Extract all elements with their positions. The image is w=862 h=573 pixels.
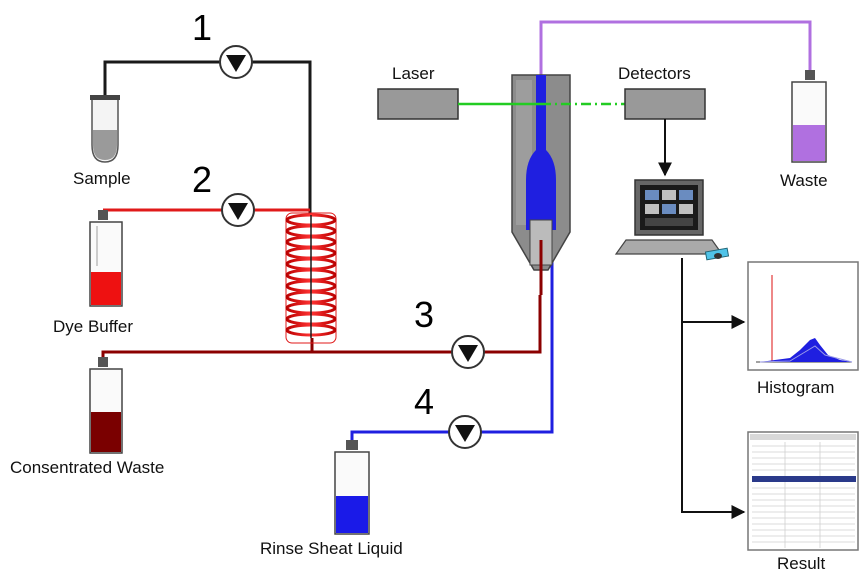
pump-icon (219, 45, 253, 79)
sample-tube (103, 60, 312, 215)
histogram-icon (747, 261, 859, 371)
vial-icon (90, 95, 120, 163)
waste-tube (539, 20, 812, 78)
flow-cell (511, 74, 571, 295)
result-table-icon (747, 431, 859, 551)
pump-number-4: 4 (414, 381, 434, 422)
pump-number-2: 2 (192, 159, 212, 200)
rinse-sheath-label: Rinse Sheat Liquid (260, 539, 403, 558)
result-label: Result (777, 554, 825, 573)
mixed-tube (101, 338, 314, 357)
pump-icon (451, 335, 485, 369)
dye-buffer-label: Dye Buffer (53, 317, 133, 336)
concentrated-waste-label: Consentrated Waste (10, 458, 164, 477)
detectors-box (624, 88, 706, 120)
pump-number-1: 1 (192, 7, 212, 48)
pump-icon (221, 193, 255, 227)
waste-label: Waste (780, 171, 828, 190)
sample-label: Sample (73, 169, 131, 188)
mixing-coil (285, 212, 337, 344)
computer-icon (614, 179, 730, 261)
bottle-icon (334, 440, 370, 535)
pump-number-3: 3 (414, 294, 434, 335)
bottle-icon (791, 70, 827, 163)
laser-label: Laser (392, 64, 435, 83)
bottle-icon (89, 357, 123, 454)
bottle-icon (89, 210, 123, 307)
pump-icon (448, 415, 482, 449)
laser-box (377, 88, 459, 120)
output-arrow-result (681, 258, 746, 519)
detectors-label: Detectors (618, 64, 691, 83)
histogram-label: Histogram (757, 378, 834, 397)
mixed-tube-to-cell (312, 295, 542, 354)
